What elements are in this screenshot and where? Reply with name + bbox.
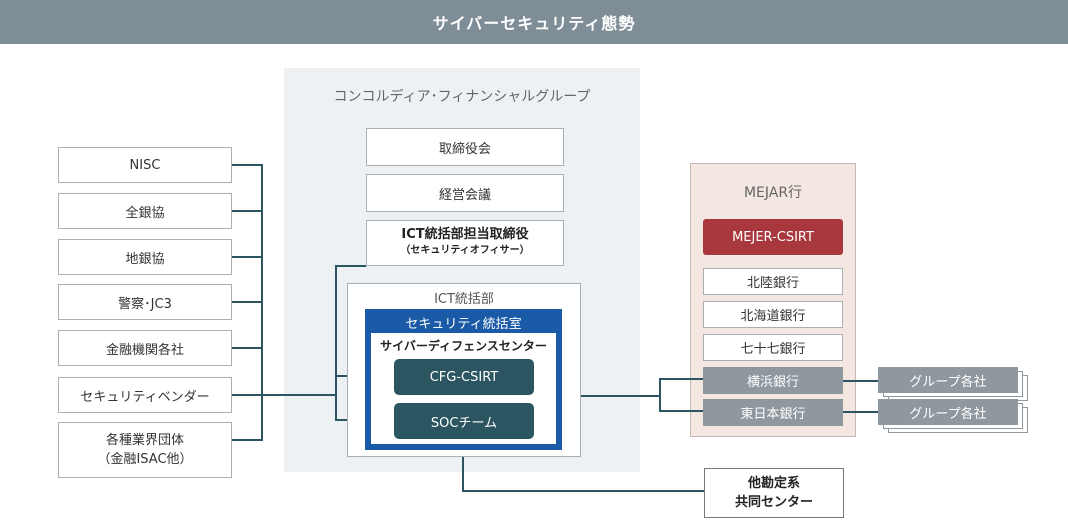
group-companies-2: グループ各社 [878,399,1018,425]
org-zenginkyo: 全銀協 [58,193,232,229]
org-chiginkyo: 地銀協 [58,239,232,275]
board-of-directors: 取締役会 [366,128,564,166]
bank-hokkaido: 北海道銀行 [703,301,843,328]
management-meeting: 経営会議 [366,174,564,212]
ict-dept-label: ICT統括部 [434,292,494,307]
org-nisc: NISC [58,147,232,183]
bank-hokuriku: 北陸銀行 [703,268,843,295]
security-officer-title: ICT統括部担当取締役 [401,227,529,242]
bank-77: 七十七銀行 [703,334,843,361]
soc-team: SOCチーム [394,403,534,439]
shared-center-line1: 他勘定系 [747,476,800,491]
org-industry-groups-line1: 各種業界団体 [105,433,184,448]
mejer-csirt: MEJER-CSIRT [703,219,843,255]
shared-center: 他勘定系 共同センター [704,468,844,518]
org-police-jc3: 警察･JC3 [58,284,232,320]
org-industry-groups: 各種業界団体 （金融ISAC他） [58,422,232,478]
cfg-csirt: CFG-CSIRT [394,359,534,395]
shared-center-line2: 共同センター [734,495,813,510]
org-security-vendors: セキュリティベンダー [58,377,232,413]
security-officer: ICT統括部担当取締役 （セキュリティオフィサー） [366,220,564,266]
group-companies-1: グループ各社 [878,367,1018,393]
security-office-label: セキュリティ統括室 [405,317,522,332]
page-title: サイバーセキュリティ態勢 [0,0,1068,44]
security-officer-subtitle: （セキュリティオフィサー） [400,245,530,256]
org-financial-institutions: 金融機関各社 [58,330,232,366]
cfg-title: コンコルディア･フィナンシャルグループ [333,89,591,105]
org-industry-groups-line2: （金融ISAC他） [97,452,193,467]
bank-yokohama: 横浜銀行 [703,367,843,394]
cyber-defense-center-label: サイバーディフェンスセンター [380,339,547,353]
bank-higashi-nippon: 東日本銀行 [703,399,843,426]
mejar-title: MEJAR行 [743,185,803,201]
